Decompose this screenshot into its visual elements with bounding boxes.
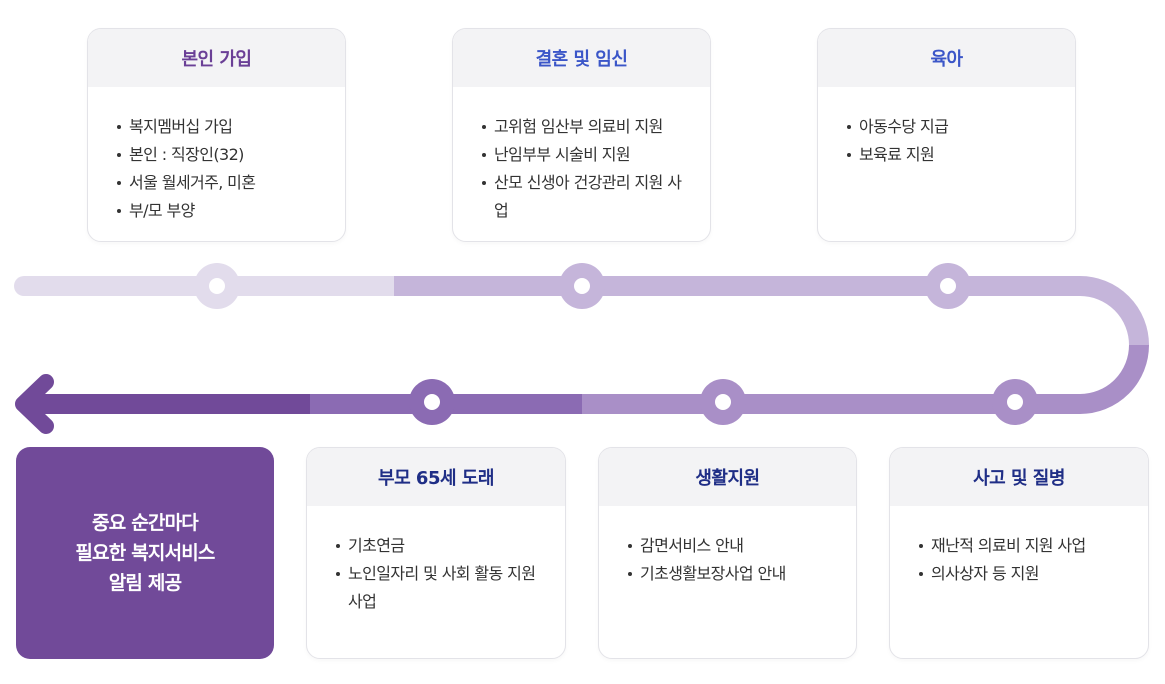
cta-line-1: 중요 순간마다 xyxy=(92,512,199,534)
timeline-curve-upper xyxy=(1079,276,1149,346)
card-parents-65: 부모 65세 도래 기초연금 노인일자리 및 사회 활동 지원사업 xyxy=(306,447,566,659)
card-title: 결혼 및 임신 xyxy=(453,29,710,87)
card-marriage-pregnancy: 결혼 및 임신 고위험 임산부 의료비 지원 난임부부 시술비 지원 산모 신생… xyxy=(452,28,711,242)
timeline-node-4 xyxy=(992,379,1038,425)
card-title: 부모 65세 도래 xyxy=(307,448,565,506)
card-list: 고위험 임산부 의료비 지원 난임부부 시술비 지원 산모 신생아 건강관리 지… xyxy=(482,113,690,225)
list-item: 의사상자 등 지원 xyxy=(919,560,1128,588)
list-item: 아동수당 지급 xyxy=(847,113,1055,141)
card-title: 사고 및 질병 xyxy=(890,448,1148,506)
list-item: 산모 신생아 건강관리 지원 사업 xyxy=(482,169,682,225)
timeline-node-3 xyxy=(925,263,971,309)
list-item: 기초생활보장사업 안내 xyxy=(628,560,836,588)
list-item: 재난적 의료비 지원 사업 xyxy=(919,532,1128,560)
card-list: 재난적 의료비 지원 사업 의사상자 등 지원 xyxy=(919,532,1128,588)
card-accident-illness: 사고 및 질병 재난적 의료비 지원 사업 의사상자 등 지원 xyxy=(889,447,1149,659)
list-item: 고위험 임산부 의료비 지원 xyxy=(482,113,690,141)
card-childcare: 육아 아동수당 지급 보육료 지원 xyxy=(817,28,1076,242)
arrow-left-icon xyxy=(15,374,54,434)
card-title: 육아 xyxy=(818,29,1075,87)
list-item: 부/모 부양 xyxy=(117,197,325,225)
card-list: 감면서비스 안내 기초생활보장사업 안내 xyxy=(628,532,836,588)
list-item: 서울 월세거주, 미혼 xyxy=(117,169,325,197)
card-list: 아동수당 지급 보육료 지원 xyxy=(847,113,1055,169)
cta-line-2: 필요한 복지서비스 xyxy=(75,542,215,564)
list-item: 보육료 지원 xyxy=(847,141,1055,169)
list-item: 난임부부 시술비 지원 xyxy=(482,141,690,169)
list-item: 노인일자리 및 사회 활동 지원사업 xyxy=(336,560,536,616)
card-signup: 본인 가입 복지멤버십 가입 본인 : 직장인(32) 서울 월세거주, 미혼 … xyxy=(87,28,346,242)
card-list: 기초연금 노인일자리 및 사회 활동 지원사업 xyxy=(336,532,545,616)
cta-line-3: 알림 제공 xyxy=(108,572,182,594)
card-title: 생활지원 xyxy=(599,448,856,506)
timeline-node-1 xyxy=(194,263,240,309)
card-living-support: 생활지원 감면서비스 안내 기초생활보장사업 안내 xyxy=(598,447,857,659)
timeline-node-5 xyxy=(700,379,746,425)
list-item: 복지멤버십 가입 xyxy=(117,113,325,141)
list-item: 감면서비스 안내 xyxy=(628,532,836,560)
list-item: 본인 : 직장인(32) xyxy=(117,141,325,169)
cta-box: 중요 순간마다 필요한 복지서비스 알림 제공 xyxy=(16,447,274,659)
timeline-node-2 xyxy=(559,263,605,309)
list-item: 기초연금 xyxy=(336,532,545,560)
timeline-curve-lower xyxy=(1079,344,1149,414)
card-list: 복지멤버십 가입 본인 : 직장인(32) 서울 월세거주, 미혼 부/모 부양 xyxy=(117,113,325,225)
card-title: 본인 가입 xyxy=(88,29,345,87)
timeline-node-6 xyxy=(409,379,455,425)
